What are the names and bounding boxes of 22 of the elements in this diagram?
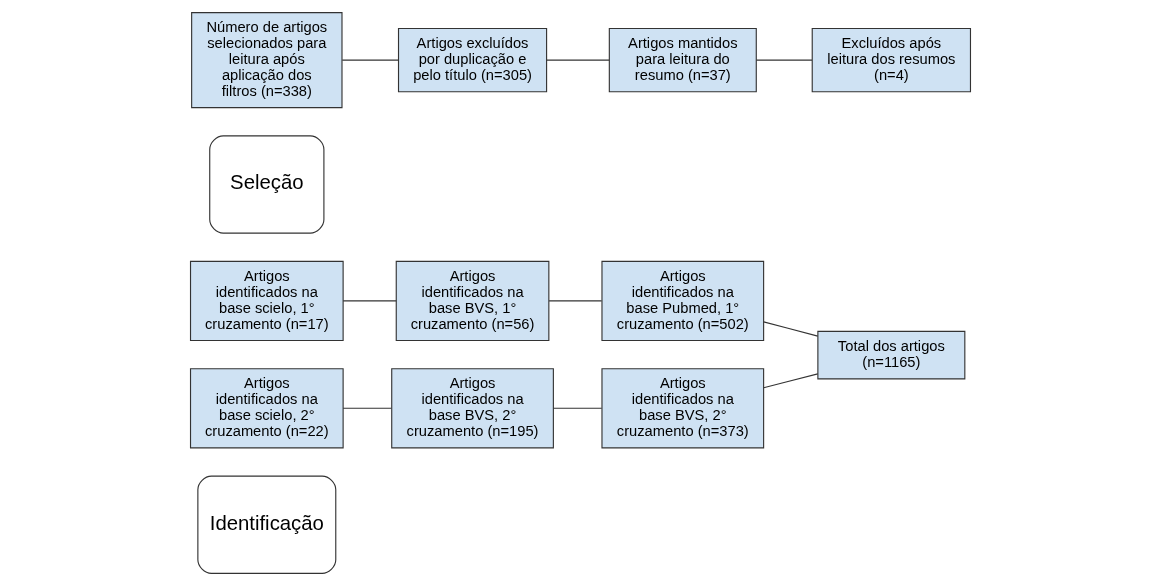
node-box: Artigos identificados na base scielo, 1° cruzamento (n=17) <box>189 260 344 342</box>
connector <box>342 300 397 302</box>
node-box: Artigos identificados na base Pubmed, 1° cruzamento (n=502) <box>601 260 765 342</box>
connector <box>755 59 813 61</box>
connector <box>342 407 392 409</box>
connector <box>546 59 610 61</box>
node-box: Artigos excluídos por duplicação e pelo título (n=305) <box>397 27 548 93</box>
node-box: Total dos artigos (n=1165) <box>817 330 966 380</box>
node-box: Artigos mantidos para leitura do resumo (n=37) <box>608 27 757 93</box>
node-box: Artigos identificados na base scielo, 2° cruzamento (n=22) <box>189 368 344 449</box>
node-box: Seleção <box>209 135 325 234</box>
connector <box>763 373 819 389</box>
connector <box>548 300 603 302</box>
node-box: Número de artigos selecionados para leitura após aplicação dos filtros (n=338) <box>191 12 343 109</box>
node-box: Identificação <box>197 475 337 574</box>
node-box: Artigos identificados na base BVS, 1° cruzamento (n=56) <box>395 260 550 342</box>
node-box: Artigos identificados na base BVS, 2° cruzamento (n=195) <box>391 368 554 449</box>
node-box: Excluídos após leitura dos resumos (n=4) <box>811 27 972 93</box>
node-box: Artigos identificados na base BVS, 2° cruzamento (n=373) <box>601 368 765 449</box>
connector <box>763 321 819 337</box>
connector <box>552 407 603 409</box>
connector <box>341 59 399 61</box>
